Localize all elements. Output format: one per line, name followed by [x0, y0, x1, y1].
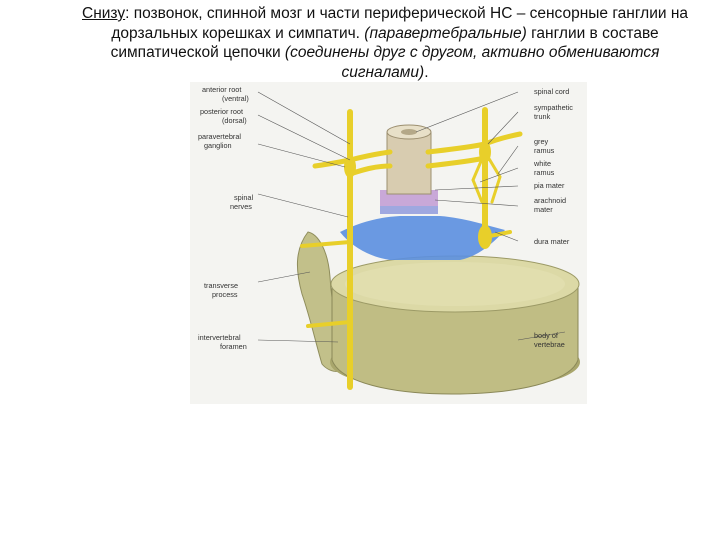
label-paravertebral-sub: ganglion — [204, 141, 232, 150]
paravertebral-ganglion — [478, 225, 492, 249]
label-sympathetic: sympathetic — [534, 103, 573, 112]
right-ganglion — [479, 141, 491, 163]
caption-part5: . — [424, 64, 428, 81]
label-sympathetic-sub: trunk — [534, 112, 551, 121]
label-transverse: transverse — [204, 281, 238, 290]
vertebral-body-top-shine — [345, 262, 565, 306]
spinal-cord — [387, 132, 431, 194]
caption-part4: (соединены друг с другом, активно обмени… — [285, 44, 659, 81]
label-white-ramus: white — [533, 159, 551, 168]
label-grey-ramus: grey — [534, 137, 549, 146]
spine-anatomy-figure: anterior root (ventral) posterior root (… — [190, 82, 587, 404]
label-anterior-root-sub: (ventral) — [222, 94, 249, 103]
label-intervertebral: intervertebral — [198, 333, 241, 342]
label-arachnoid: arachnoid — [534, 196, 566, 205]
label-spinal-cord: spinal cord — [534, 87, 569, 96]
label-posterior-root: posterior root — [200, 107, 243, 116]
left-ganglion — [344, 156, 356, 178]
label-intervertebral-sub: foramen — [220, 342, 247, 351]
label-paravertebral: paravertebral — [198, 132, 241, 141]
label-spinal-nerves: spinal — [234, 193, 253, 202]
caption-lead: Снизу — [82, 5, 125, 22]
label-anterior-root: anterior root — [202, 85, 241, 94]
label-grey-ramus-sub: ramus — [534, 146, 555, 155]
label-white-ramus-sub: ramus — [534, 168, 555, 177]
slide-caption: Снизу: позвонок, спинной мозг и части пе… — [70, 4, 700, 82]
label-arachnoid-sub: mater — [534, 205, 553, 214]
label-transverse-sub: process — [212, 290, 238, 299]
caption-part2: (паравертебральные) — [364, 25, 526, 42]
label-dura-mater: dura mater — [534, 237, 570, 246]
label-body-of: body of — [534, 331, 559, 340]
spine-anatomy-illustration: anterior root (ventral) posterior root (… — [190, 82, 587, 404]
pia-mater — [380, 206, 438, 214]
label-spinal-nerves-sub: nerves — [230, 202, 252, 211]
vertebral-body — [330, 256, 580, 394]
label-posterior-root-sub: (dorsal) — [222, 116, 247, 125]
grey-matter — [401, 129, 417, 135]
label-body-of-sub: vertebrae — [534, 340, 565, 349]
label-pia-mater: pia mater — [534, 181, 565, 190]
